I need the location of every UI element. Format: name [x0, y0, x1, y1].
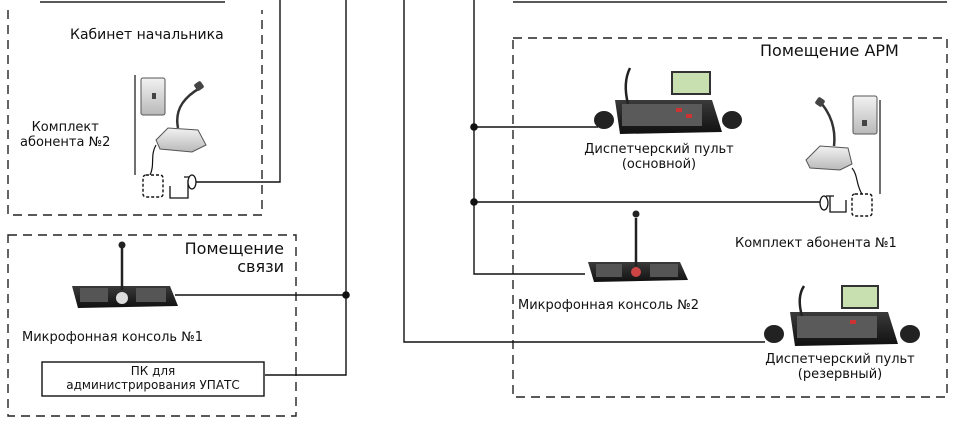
- comm-room-title-line2: связи: [237, 257, 284, 276]
- mic-gooseneck: [624, 67, 632, 105]
- pc-label-line1: ПК для: [130, 364, 176, 378]
- mic-console-2-device: [588, 210, 688, 282]
- handset-icon: [764, 325, 784, 343]
- mic-head: [118, 241, 126, 249]
- dispatch-main-label: Диспетчерский пульт (основной): [564, 142, 754, 172]
- pc-label-line2: администрирования УПАТС: [66, 378, 240, 392]
- subscriber-kit-1-label: Комплект абонента №1: [735, 236, 897, 251]
- console-keypad: [650, 264, 678, 277]
- mic-gooseneck: [798, 285, 806, 317]
- console-screen: [671, 71, 711, 95]
- dispatch-main-label-line1: Диспетчерский пульт: [584, 142, 734, 157]
- subscriber-kit-2-label-line2: абонента №2: [20, 135, 111, 150]
- subscriber-kit-2-label: Комплект абонента №2: [20, 120, 111, 150]
- junction-box-icon: [851, 193, 873, 217]
- arm-room-boundary: [512, 37, 948, 398]
- cable-right-trunk: [473, 0, 585, 275]
- desk-microphone-icon: [805, 145, 853, 171]
- mic-console-2-label: Микрофонная консоль №2: [518, 298, 700, 313]
- wall-terminal-detail: [152, 93, 156, 99]
- dispatch-console-main-device: [594, 67, 742, 134]
- cable-dispatch-reserve: [403, 0, 765, 343]
- junction-node: [342, 291, 350, 299]
- cable-kit2-to-trunk: [196, 0, 281, 183]
- wiring: [175, 0, 820, 376]
- console-keypad: [80, 288, 108, 302]
- chief-office-boundary: [7, 10, 263, 216]
- console-center: [631, 267, 641, 277]
- cable-left-trunk: [265, 0, 347, 376]
- subscriber-kit-2-label-line1: Комплект: [31, 120, 99, 135]
- mic-console-1-label: Микрофонная консоль №1: [22, 330, 204, 345]
- pc-box: [41, 361, 265, 397]
- dispatch-reserve-label: Диспетчерский пульт (резервный): [742, 352, 938, 382]
- comm-room-boundary: [7, 234, 297, 417]
- handset-icon: [900, 325, 920, 343]
- mic-gooseneck: [821, 103, 836, 147]
- handset-icon: [722, 111, 742, 129]
- console-key-red: [850, 320, 856, 324]
- coupler-icon: [826, 195, 847, 213]
- console-screen: [841, 285, 879, 309]
- mic-head: [194, 81, 204, 91]
- subscriber-kit-2-device: [134, 75, 207, 199]
- console-key-red: [676, 108, 682, 112]
- connector-icon: [819, 195, 829, 211]
- console-key-red: [686, 114, 692, 118]
- dispatch-main-label-line2: (основной): [621, 157, 697, 172]
- mic-console-1-device: [72, 241, 178, 308]
- chief-office-title: Кабинет начальника: [70, 27, 224, 43]
- comm-room-title: Помещение связи: [172, 240, 284, 276]
- console-keypad: [797, 316, 877, 338]
- mic-gooseneck: [175, 86, 201, 129]
- dispatch-console-reserve-device: [764, 285, 920, 346]
- mic-head: [815, 97, 825, 107]
- junction-node: [470, 123, 478, 131]
- console-center: [116, 292, 128, 304]
- wall-terminal-detail: [862, 120, 867, 126]
- kit-cable: [851, 167, 863, 195]
- dispatch-reserve-label-line1: Диспетчерский пульт: [765, 352, 915, 367]
- connector-icon: [187, 174, 197, 190]
- wall-terminal-icon: [852, 95, 878, 135]
- junction-box-icon: [142, 174, 164, 198]
- arm-room-title: Помещение АРМ: [760, 41, 899, 60]
- handset-icon: [594, 111, 614, 129]
- junction-node: [470, 198, 478, 206]
- dispatch-reserve-label-line2: (резервный): [797, 367, 883, 382]
- subscriber-kit-1-device: [805, 95, 881, 217]
- mic-head: [632, 210, 640, 218]
- pc-label: ПК для администрирования УПАТС: [44, 364, 262, 392]
- desk-microphone-icon: [155, 127, 207, 153]
- console-keypad: [136, 288, 166, 302]
- console-keypad: [596, 264, 622, 277]
- comm-room-title-line1: Помещение: [184, 239, 284, 258]
- kit-cable: [149, 144, 157, 176]
